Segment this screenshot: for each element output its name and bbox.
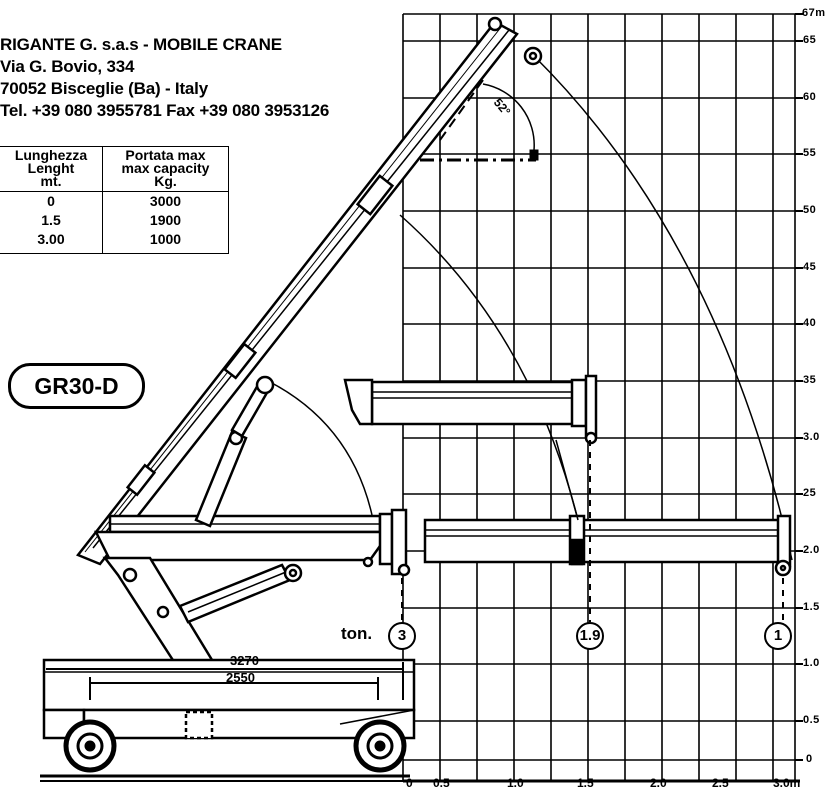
boom-low-position [423, 514, 792, 577]
y-tick: 65 [803, 34, 817, 46]
y-tick: 40 [803, 317, 817, 329]
row-capacity: 1900 [102, 211, 229, 230]
company-info: RIGANTE G. s.a.s - MOBILE CRANE Via G. B… [0, 34, 329, 122]
reach-arcs [261, 54, 793, 561]
angle-indicator [420, 79, 539, 162]
capacity-header-it: Portata max [125, 147, 206, 163]
y-tick: 60 [803, 91, 817, 103]
load-marker: 1 [764, 622, 792, 650]
row-length: 3.00 [0, 230, 103, 254]
axis-ticks [795, 13, 803, 761]
load-marker: 3 [388, 622, 416, 650]
dimension-inner: 2550 [226, 670, 255, 685]
length-header-unit: mt. [40, 173, 62, 189]
y-tick: 50 [803, 204, 817, 216]
company-street: Via G. Bovio, 334 [0, 57, 135, 76]
x-tick: 2.5 [712, 776, 729, 790]
row-length: 0 [0, 191, 103, 211]
x-tick: 0.5 [433, 776, 450, 790]
main-boom [75, 16, 543, 566]
company-name: RIGANTE G. s.a.s - MOBILE CRANE [0, 35, 282, 54]
load-marker: 1.9 [576, 622, 604, 650]
row-capacity: 1000 [102, 230, 229, 254]
length-header-it: Lunghezza [14, 147, 88, 163]
x-tick: 1.0 [507, 776, 524, 790]
capacity-header: Portata max max capacity Kg. [102, 146, 229, 192]
model-badge: GR30-D [8, 363, 145, 409]
table-row: 3.00 1000 [0, 230, 229, 254]
y-tick: 67m [802, 7, 826, 19]
ground-line [40, 774, 800, 783]
y-tick: 55 [803, 147, 817, 159]
y-tick: 1.5 [803, 601, 820, 613]
x-tick: 0 [406, 776, 413, 790]
capacity-header-unit: Kg. [154, 173, 177, 189]
y-tick: 25 [803, 487, 817, 499]
y-tick: 0.5 [803, 714, 820, 726]
y-tick: 3.0 [803, 431, 820, 443]
load-drop-lines [401, 439, 784, 622]
x-tick: 1.5 [577, 776, 594, 790]
y-tick: 2.0 [803, 544, 820, 556]
length-header-en: Lenght [27, 160, 75, 176]
row-length: 1.5 [0, 211, 103, 230]
capacity-table: Lunghezza Lenght mt. Portata max max cap… [0, 146, 229, 254]
wheel-rear [353, 719, 407, 773]
dimension-lines [46, 662, 404, 700]
y-tick: 35 [803, 374, 817, 386]
x-tick: 2.0 [650, 776, 667, 790]
y-tick: 0 [806, 753, 813, 765]
table-row: 1.5 1900 [0, 211, 229, 230]
dimension-outer: 3270 [230, 653, 259, 668]
x-tick: 3.0m [773, 776, 801, 790]
length-header: Lunghezza Lenght mt. [0, 146, 103, 192]
load-unit-label: ton. [341, 624, 373, 643]
boom-mid-position [343, 374, 598, 445]
table-row: 0 3000 [0, 191, 229, 211]
wheel-front [63, 719, 117, 773]
company-contact: Tel. +39 080 3955781 Fax +39 080 3953126 [0, 101, 330, 120]
boom-retracted-position [93, 508, 411, 577]
company-city: 70052 Bisceglie (Ba) - Italy [0, 79, 208, 98]
capacity-header-en: max capacity [121, 160, 210, 176]
row-capacity: 3000 [102, 191, 229, 211]
y-tick: 45 [803, 261, 817, 273]
y-tick: 1.0 [803, 657, 820, 669]
